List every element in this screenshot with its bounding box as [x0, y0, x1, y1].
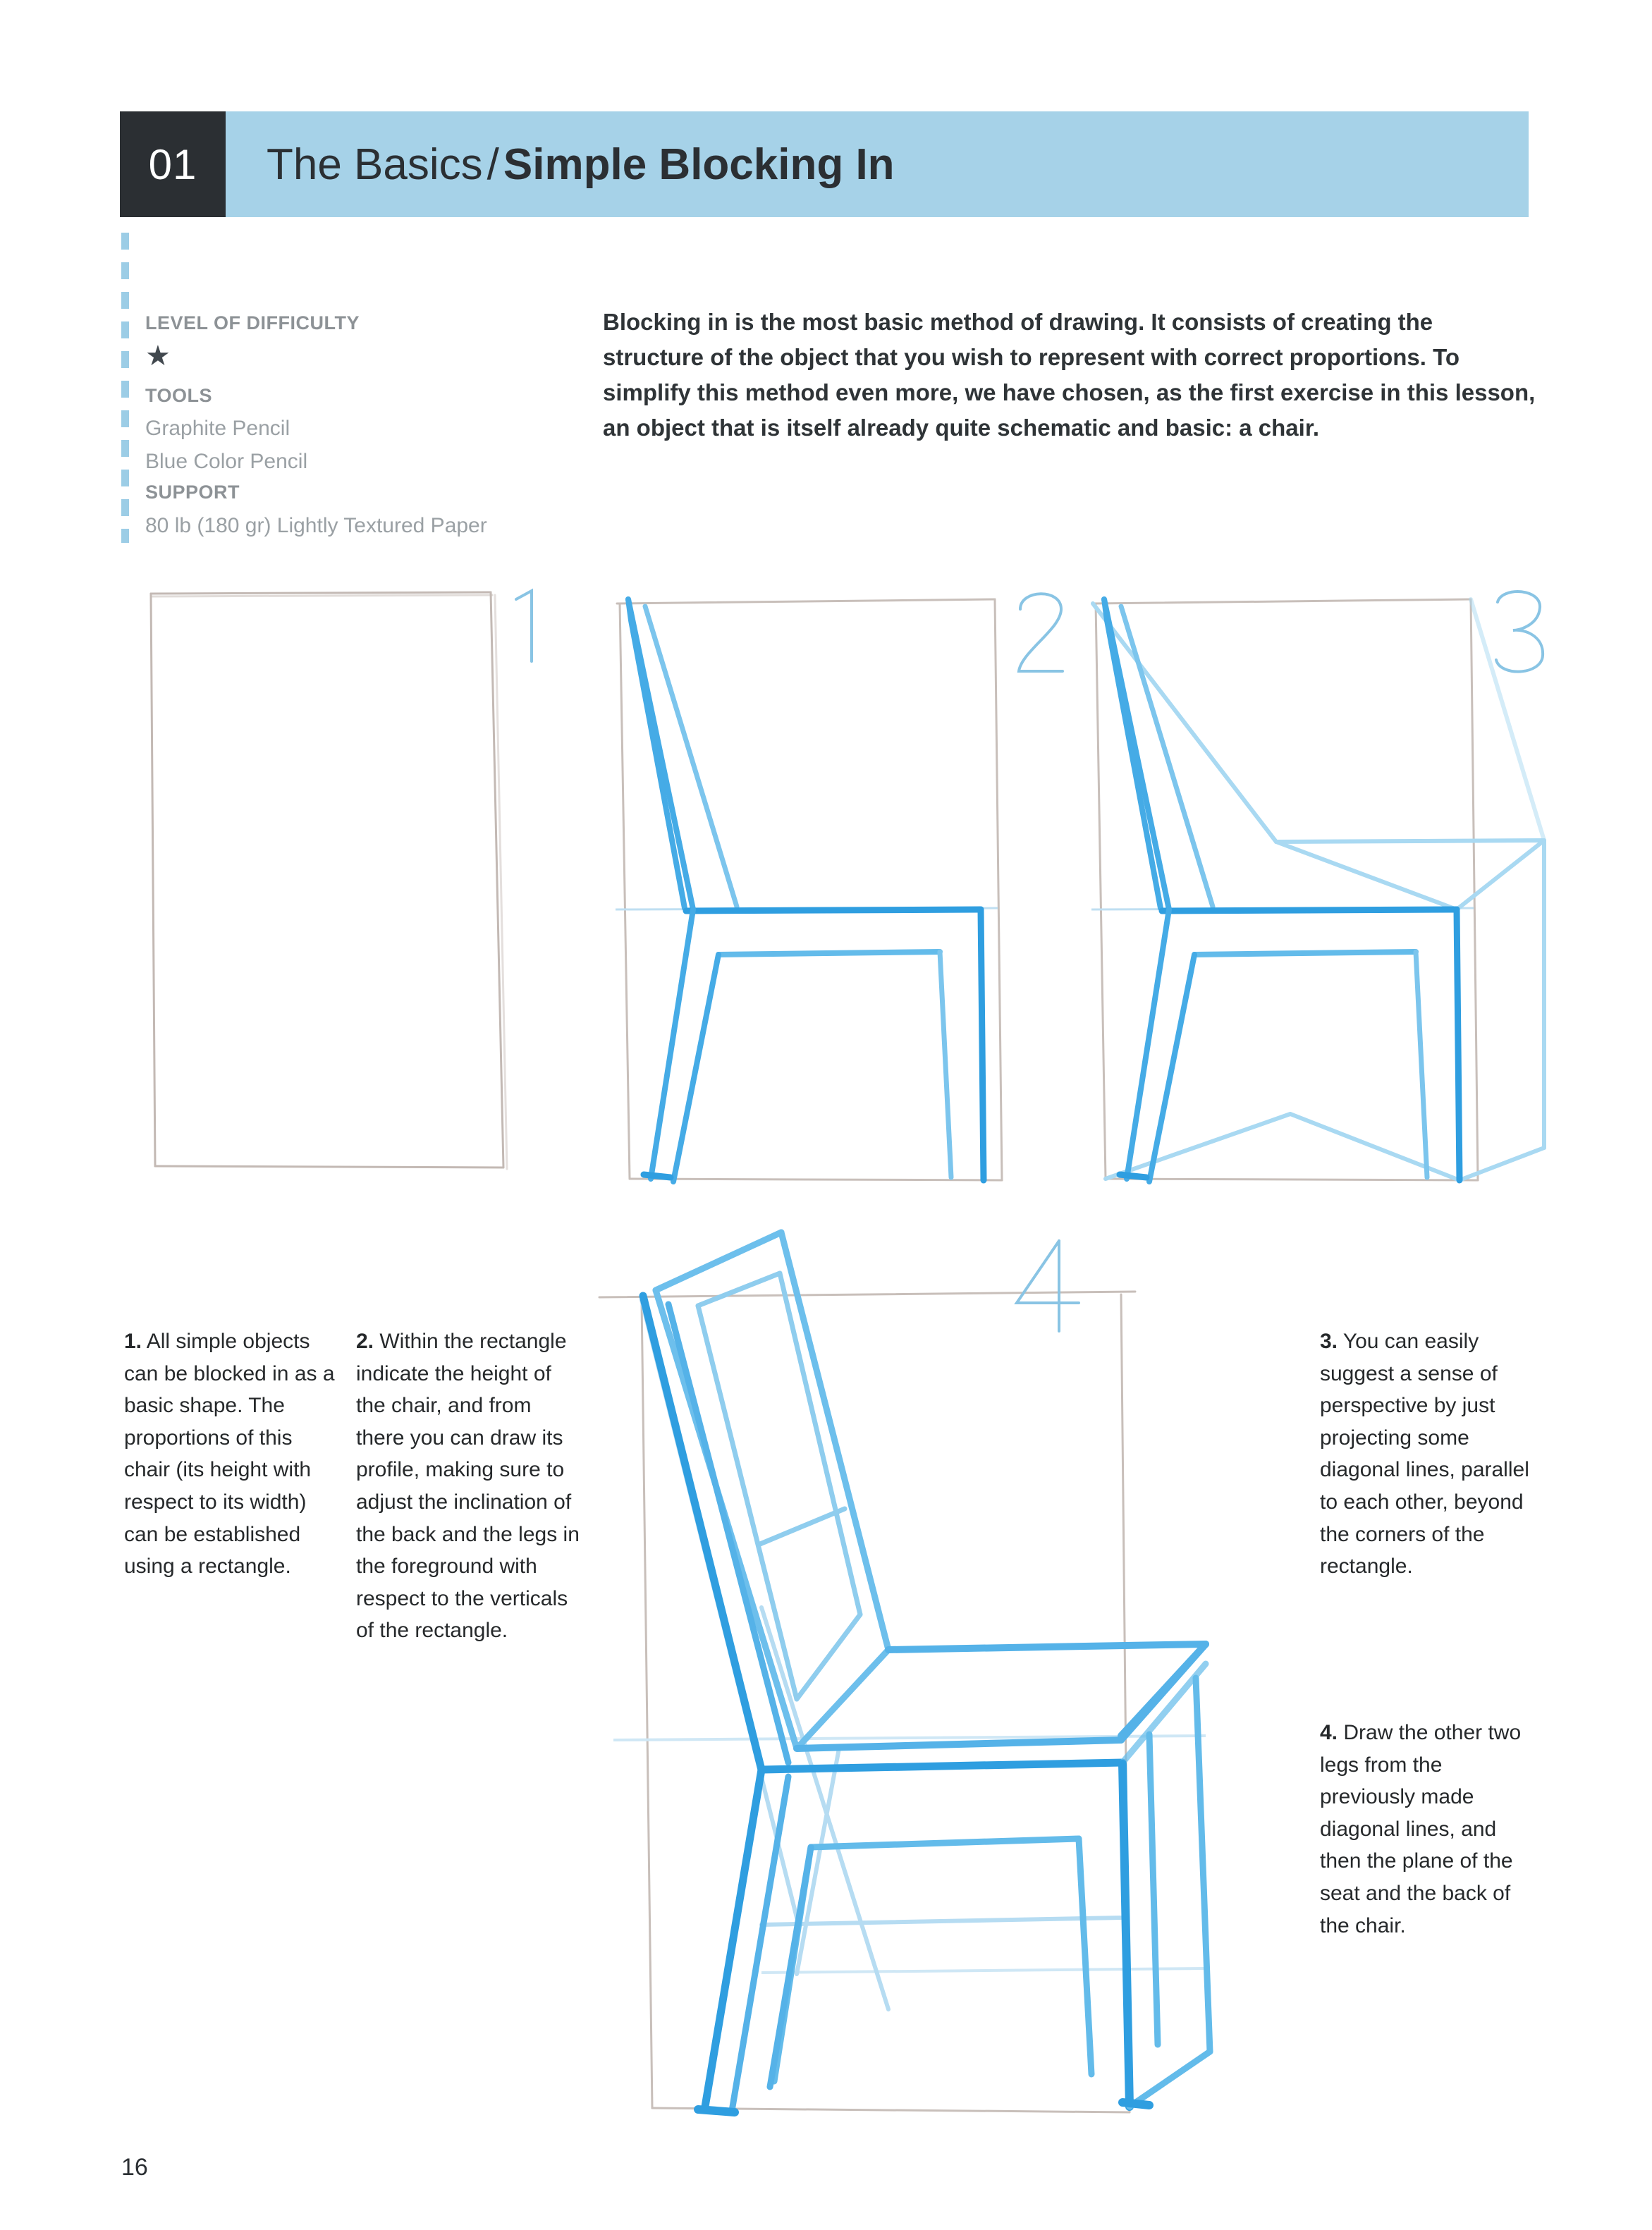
difficulty-label: LEVEL OF DIFFICULTY — [145, 312, 360, 333]
support-value: 80 lb (180 gr) Lightly Textured Paper — [145, 513, 487, 537]
caption-step-4-number: 4. — [1320, 1721, 1338, 1744]
chair-seat-top-line — [1158, 906, 1460, 914]
chair-seat-rail — [716, 949, 943, 957]
caption-step-1-text: All simple objects can be blocked in as … — [124, 1330, 335, 1579]
chair-rear-leg — [1453, 906, 1463, 1184]
chair-seat-plane — [793, 1641, 1209, 1752]
chair-front-leg-left-inner — [728, 1773, 814, 2114]
chair-profile-back — [625, 596, 696, 912]
figure-step-3 — [1079, 578, 1565, 1199]
chair-foot — [640, 1171, 674, 1181]
support-label: SUPPORT — [145, 482, 240, 503]
section-title: The Basics — [267, 140, 483, 189]
seat-height-guide — [613, 1734, 1206, 1974]
chair-seat-apron — [771, 1660, 1209, 2085]
figure-step-4 — [585, 1213, 1220, 2150]
difficulty-star-icon: ★ — [145, 340, 171, 372]
chair-back-inner-panel — [695, 1270, 863, 1702]
tool-item-graphite: Graphite Pencil — [145, 417, 290, 440]
tool-item-blue-pencil: Blue Color Pencil — [145, 449, 308, 473]
figure-step-2 — [603, 578, 1089, 1199]
chair-rear-leg — [977, 906, 987, 1184]
chair-front-leg — [1124, 907, 1197, 1184]
step-numeral-4 — [1014, 1239, 1080, 1333]
chapter-number: 01 — [148, 140, 197, 188]
step-numeral-2 — [1017, 592, 1064, 673]
caption-step-4: 4. Draw the other two legs from the prev… — [1320, 1717, 1531, 1942]
step-numeral-3 — [1495, 590, 1545, 673]
chair-rear-leg-right — [1126, 1674, 1213, 2110]
caption-step-3: 3. You can easily suggest a sense of per… — [1320, 1325, 1531, 1583]
figure-step-1 — [127, 578, 564, 1199]
caption-step-3-text: You can easily suggest a sense of perspe… — [1320, 1330, 1529, 1579]
graphite-rectangle — [149, 591, 508, 1170]
lesson-metadata: LEVEL OF DIFFICULTY ★ TOOLS Graphite Pen… — [145, 309, 568, 542]
chair-profile-back-inner — [642, 604, 740, 909]
chair-seat-front-edge — [759, 1758, 1127, 1774]
chair-rear-leg-inner — [937, 949, 954, 1180]
chair-front-leg-left — [701, 1765, 766, 2111]
chair-foot-right — [1118, 2098, 1154, 2109]
chair-foot-left — [694, 2105, 739, 2116]
title-separator: / — [487, 140, 499, 189]
step-numeral-1 — [515, 588, 533, 663]
chair-back-left-edge — [639, 1292, 766, 1774]
dashed-left-rule — [121, 233, 129, 543]
chair-front-leg-right — [1118, 1760, 1134, 2111]
caption-step-1: 1. All simple objects can be blocked in … — [124, 1325, 336, 1583]
graphite-guide-rectangle — [1091, 598, 1479, 1182]
lesson-title: Simple Blocking In — [503, 140, 895, 189]
caption-step-2: 2. Within the rectangle indicate the hei… — [356, 1325, 582, 1647]
chapter-header: 01 The Basics / Simple Blocking In — [120, 111, 1529, 217]
chair-back-left-edge-inner — [665, 1301, 792, 1766]
chapter-number-badge: 01 — [120, 111, 226, 217]
chair-foot — [1116, 1171, 1150, 1181]
chair-front-leg — [648, 907, 721, 1184]
caption-step-1-number: 1. — [124, 1330, 142, 1353]
page-number: 16 — [121, 2154, 148, 2181]
caption-step-2-number: 2. — [356, 1330, 374, 1353]
graphite-guide-rectangle — [616, 598, 1003, 1182]
chair-profile-back-inner — [1118, 604, 1216, 909]
caption-step-2-text: Within the rectangle indicate the height… — [356, 1330, 580, 1643]
perspective-projection-box — [1091, 597, 1546, 1182]
caption-step-4-text: Draw the other two legs from the previou… — [1320, 1721, 1522, 1937]
caption-step-3-number: 3. — [1320, 1330, 1338, 1353]
chair-profile-back — [1101, 596, 1172, 912]
chair-rear-leg-inner — [1413, 949, 1430, 1180]
intro-paragraph: Blocking in is the most basic method of … — [603, 309, 1536, 441]
chair-seat-top-line — [683, 906, 984, 914]
graphite-guide-rectangle — [598, 1290, 1137, 2114]
tools-label: TOOLS — [145, 384, 213, 406]
chair-seat-rail — [1192, 949, 1419, 957]
chapter-title-bar: The Basics / Simple Blocking In — [226, 111, 1529, 217]
